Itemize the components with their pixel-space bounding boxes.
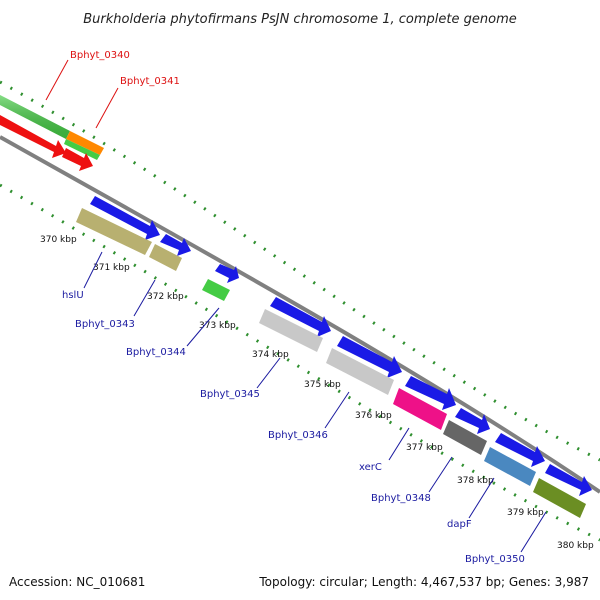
outer-tick-track (0, 80, 600, 462)
kbp-label: 373 kbp (199, 321, 236, 331)
gene-bphyt-0348[interactable] (443, 408, 490, 455)
inner-tick-track (0, 183, 600, 542)
gene-bphyt-0340[interactable] (0, 95, 70, 139)
kbp-label: 380 kbp (557, 541, 594, 551)
gene-bphyt-0345[interactable] (259, 297, 331, 352)
kbp-label: 374 kbp (252, 350, 289, 360)
bottom-gene-leaders (83, 251, 547, 553)
gene-red-1[interactable] (0, 115, 66, 158)
gene-bphyt-0341[interactable] (64, 131, 104, 160)
gene-red-2[interactable] (62, 148, 93, 171)
label-bphyt-0344[interactable]: Bphyt_0344 (126, 347, 186, 358)
accession-text: Accession: NC_010681 (9, 575, 146, 589)
kbp-label: 375 kbp (304, 380, 341, 390)
label-hslu[interactable]: hslU (62, 290, 84, 301)
label-bphyt-0346[interactable]: Bphyt_0346 (268, 430, 328, 441)
topology-text: Topology: circular; Length: 4,467,537 bp… (259, 575, 589, 589)
label-bphyt-0343[interactable]: Bphyt_0343 (75, 319, 135, 330)
gene-dapf[interactable] (484, 433, 545, 486)
map-title: Burkholderia phytofirmans PsJN chromosom… (83, 12, 517, 27)
kbp-label: 379 kbp (507, 508, 544, 518)
kbp-label: 378 kbp (457, 476, 494, 486)
top-gene-leaders (45, 59, 119, 129)
label-bphyt-0340[interactable]: Bphyt_0340 (70, 50, 130, 61)
gene-bphyt-0344[interactable] (202, 264, 239, 301)
label-dapf[interactable]: dapF (447, 519, 472, 530)
label-xerc[interactable]: xerC (359, 462, 382, 473)
label-bphyt-0348[interactable]: Bphyt_0348 (371, 493, 431, 504)
gene-xerc[interactable] (393, 376, 456, 430)
label-bphyt-0341[interactable]: Bphyt_0341 (120, 76, 180, 87)
label-bphyt-0350[interactable]: Bphyt_0350 (465, 554, 525, 565)
kbp-label: 371 kbp (93, 263, 130, 273)
chromosome-backbone (0, 135, 600, 494)
kbp-label: 372 kbp (147, 292, 184, 302)
gene-bphyt-0346[interactable] (326, 336, 402, 395)
kbp-label: 377 kbp (406, 443, 443, 453)
kbp-label: 370 kbp (40, 235, 77, 245)
kbp-label: 376 kbp (355, 411, 392, 421)
label-bphyt-0345[interactable]: Bphyt_0345 (200, 389, 260, 400)
gene-blue-1[interactable] (90, 196, 191, 256)
gene-bphyt-0350[interactable] (533, 464, 592, 518)
gene-hslu[interactable] (76, 208, 182, 271)
